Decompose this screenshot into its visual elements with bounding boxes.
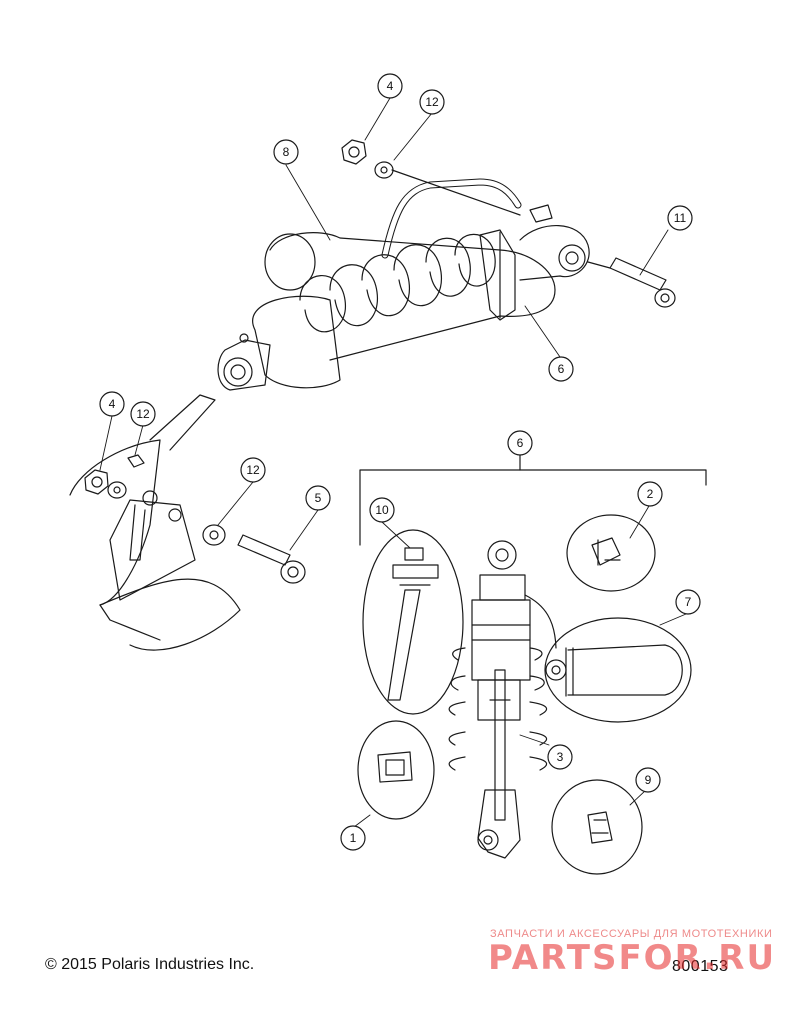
callout-7-label: 7	[685, 595, 692, 609]
watermark-logo: PARTSFOR.RU	[488, 938, 777, 978]
detail-oval-1	[357, 720, 435, 820]
callout-3: 3	[547, 744, 573, 770]
watermark-tagline: ЗАПЧАСТИ И АКСЕССУАРЫ ДЛЯ МОТОТЕХНИКИ	[490, 928, 773, 940]
callout-12-upper-label: 12	[425, 95, 439, 109]
callout-10: 10	[369, 497, 395, 523]
callout-5-label: 5	[315, 491, 322, 505]
callout-1-label: 1	[350, 831, 357, 845]
callout-7: 7	[675, 589, 701, 615]
callout-9: 9	[635, 767, 661, 793]
copyright-text: © 2015 Polaris Industries Inc.	[45, 956, 255, 973]
callout-12-lower-right-label: 12	[246, 463, 260, 477]
callout-11: 11	[667, 205, 693, 231]
callout-6-upper: 6	[548, 356, 574, 382]
callout-6-detail-label: 6	[517, 436, 524, 450]
callout-4-lower: 4	[99, 391, 125, 417]
callout-4-lower-label: 4	[109, 397, 116, 411]
callout-6-detail: 6	[507, 430, 533, 456]
detail-bracket-6	[359, 454, 707, 546]
detail-oval-2	[566, 514, 656, 592]
assembled-shock	[217, 178, 590, 391]
callout-4-upper-label: 4	[387, 79, 394, 93]
detail-oval-7	[544, 617, 692, 723]
callout-6-upper-label: 6	[558, 362, 565, 376]
drawing-id: 800153	[672, 958, 729, 975]
callout-2: 2	[637, 481, 663, 507]
callout-9-label: 9	[645, 773, 652, 787]
callout-1: 1	[340, 825, 366, 851]
cutaway-shock	[448, 540, 557, 859]
callout-leaders	[99, 97, 687, 828]
callout-12-lower-left: 12	[130, 401, 156, 427]
callout-2-label: 2	[647, 487, 654, 501]
callout-5: 5	[305, 485, 331, 511]
callout-8-label: 8	[283, 145, 290, 159]
callout-4-upper: 4	[377, 73, 403, 99]
detail-oval-9	[551, 779, 643, 875]
frame-bracket	[69, 394, 241, 651]
callout-11-label: 11	[674, 211, 687, 225]
detail-oval-10	[362, 529, 464, 715]
callout-10-label: 10	[375, 503, 389, 517]
callout-12-lower-left-label: 12	[136, 407, 150, 421]
callout-3-label: 3	[557, 750, 564, 764]
hardware	[84, 139, 676, 584]
callout-8: 8	[273, 139, 299, 165]
callout-12-lower-right: 12	[240, 457, 266, 483]
callout-12-upper: 12	[419, 89, 445, 115]
